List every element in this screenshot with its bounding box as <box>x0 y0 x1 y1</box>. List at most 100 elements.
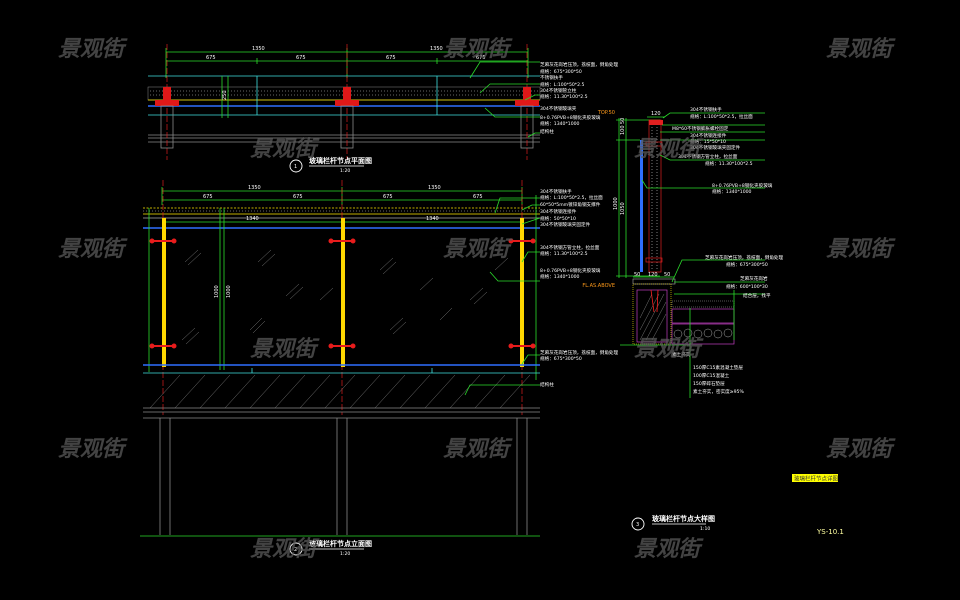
annotation-text: 景观街 <box>634 337 704 362</box>
plan-number: 1 <box>294 164 297 170</box>
section-view: TOP.50 FL.AS.ABOVE 100 50 1000 1050 120 … <box>582 106 783 532</box>
elev-dim: 675 <box>383 194 393 200</box>
elevation-posts <box>162 180 524 415</box>
annotation-text: 规格：11.30*100*2.5 <box>540 250 588 257</box>
elevation-number-circle <box>289 542 303 556</box>
annotation-text: 规格：600*100*30 <box>726 283 768 290</box>
annotation-text: 规格：1340*1000 <box>540 120 580 127</box>
annotation-text: 结构柱 <box>540 381 554 388</box>
elev-dim-inner: 1340 <box>246 216 259 222</box>
annotation-text: 304不锈钢连接件 <box>690 132 727 139</box>
plan-dim: 675 <box>386 55 396 61</box>
annotation-text: 304不锈钢玻璃夹 <box>540 105 577 112</box>
annotation-text: 304不锈钢扶手 <box>540 188 572 195</box>
section-number-circle <box>631 517 645 531</box>
annotation-text: 规格：675*300*50 <box>726 261 768 268</box>
annotation-text: 景观街 <box>58 437 128 462</box>
annotation-text: 304不锈钢扶手 <box>690 106 722 113</box>
plan-view: 1350 1350 675 675 675 675 250 <box>147 44 619 174</box>
sheet-heading-highlight <box>792 474 838 482</box>
elev-dim-vertical: 1000 <box>214 285 220 298</box>
plan-scale: 1:20 <box>340 168 350 174</box>
plan-posts <box>155 44 539 160</box>
annotation-text: 芝麻灰花岗岩 <box>740 275 768 282</box>
annotation-text: 景观街 <box>250 537 320 562</box>
elev-dim-inner: 1340 <box>426 216 439 222</box>
annotation-text: 304不锈钢玻璃夹固定件 <box>690 144 741 151</box>
elev-top-label: TOP.50 <box>597 110 615 116</box>
elev-dim-total: 1350 <box>248 185 261 191</box>
annotation-text: 规格：1340*1000 <box>540 273 580 280</box>
plan-dim-total: 1350 <box>252 46 265 52</box>
annotation-text: 规格：11.30*100*2.5 <box>540 93 588 100</box>
glass-clamps <box>149 238 536 349</box>
annotation-text: M8*60不锈钢膨胀螺栓固定 <box>672 125 729 132</box>
annotation-text: 规格：675*300*50 <box>540 355 582 362</box>
sheet-number: YS-10.1 <box>816 528 844 536</box>
annotation-text: 8+0.76PVB+8钢化夹胶玻璃 <box>540 267 601 274</box>
annotation-text: 景观街 <box>250 337 320 362</box>
section-footing <box>620 283 735 346</box>
plan-dim-vertical: 250 <box>222 90 228 100</box>
annotation-text: 结构柱 <box>540 128 554 135</box>
annotation-text: 8+0.76PVB+8钢化夹胶玻璃 <box>712 182 773 189</box>
annotation-text: 景观街 <box>58 237 128 262</box>
annotation-text: 150厚碎石垫层 <box>693 380 725 387</box>
elevation-scale: 1:20 <box>340 551 350 557</box>
section-scale: 1:10 <box>700 526 710 532</box>
elev-bottom-label: FL.AS.ABOVE <box>582 283 615 289</box>
annotation-text: 景观街 <box>250 137 320 162</box>
annotation-text: 芝麻灰花岗岩压顶，荔枝面，倒角处理 <box>705 254 784 261</box>
annotation-text: 304不锈钢玻璃夹固定件 <box>540 221 591 228</box>
annotation-text: 规格：1340*1000 <box>712 188 752 195</box>
plan-leaders <box>469 61 540 138</box>
annotation-text: 150厚C15素混凝土垫层 <box>693 364 743 371</box>
elev-dim: 675 <box>293 194 303 200</box>
section-title: 玻璃栏杆节点大样图 <box>652 514 715 523</box>
annotation-text: 100厚C15混凝土 <box>693 372 730 379</box>
section-dim: 1050 <box>620 202 626 215</box>
annotation-text: 规格：15*50*10 <box>690 138 726 145</box>
annotation-text: 304不锈钢方管立柱，拉丝面 <box>540 244 600 251</box>
annotation-text: 304不锈钢方管立柱，拉丝面 <box>678 153 738 160</box>
annotation-text: 304不锈钢连接件 <box>540 208 577 215</box>
section-dim: 120 <box>651 111 661 117</box>
elev-dim: 675 <box>473 194 483 200</box>
annotation-text: 素土夯实，密实度≥95% <box>693 388 744 395</box>
section-dim: 1000 <box>613 197 619 210</box>
annotation-text: 规格：50*50*10 <box>540 215 576 222</box>
elevation-number: 2 <box>294 547 297 553</box>
annotation-text: 规格：11.30*100*2.5 <box>705 160 753 167</box>
section-dim: 50 <box>664 272 670 278</box>
annotation-text: 景观街 <box>634 537 704 562</box>
watermarks: 景观街 景观街 景观街 景观街 景观街 景观街 景观街 景观街 景观街 景观街 … <box>58 37 896 562</box>
plan-number-circle <box>289 159 303 173</box>
plan-notes: 芝麻灰花岗岩压顶，荔枝面，倒角处理 规格：675*300*50 不锈钢扶手 规格… <box>540 61 619 135</box>
base-hatch <box>149 374 531 409</box>
structural-columns <box>159 418 528 535</box>
annotation-text: 304不锈钢管立柱 <box>540 87 577 94</box>
annotation-text: 景观街 <box>826 37 896 62</box>
glass-hatch <box>181 249 509 345</box>
annotation-text: 景观街 <box>634 137 704 162</box>
plan-dim: 675 <box>296 55 306 61</box>
section-dim: 50 <box>620 118 626 124</box>
elevation-notes: 304不锈钢扶手 规格：L:100*50*2.5，拉丝面 60*50*5mm镀锌… <box>540 188 619 388</box>
section-dim: 120 <box>648 272 658 278</box>
annotation-text: 景观街 <box>443 437 513 462</box>
elev-dim: 675 <box>203 194 213 200</box>
annotation-text: 景观街 <box>443 237 513 262</box>
plan-dim-total: 1350 <box>430 46 443 52</box>
section-notes: 304不锈钢扶手 规格：L:100*50*2.5，拉丝面 M8*60不锈钢膨胀螺… <box>672 106 784 395</box>
section-leaders <box>641 112 765 398</box>
elev-dim-total: 1350 <box>428 185 441 191</box>
annotation-text: 规格：675*300*50 <box>540 68 582 75</box>
annotation-text: 芝麻灰花岗岩压顶，荔枝面，倒角处理 <box>540 349 619 356</box>
elevation-view: 1350 1350 675 675 675 675 1340 1340 1000… <box>140 180 619 557</box>
elevation-leaders <box>464 197 541 396</box>
elevation-title: 玻璃栏杆节点立面图 <box>309 539 372 548</box>
plan-dim: 675 <box>206 55 216 61</box>
annotation-text: 结合层，找平 <box>743 292 771 299</box>
section-number: 3 <box>636 522 639 528</box>
